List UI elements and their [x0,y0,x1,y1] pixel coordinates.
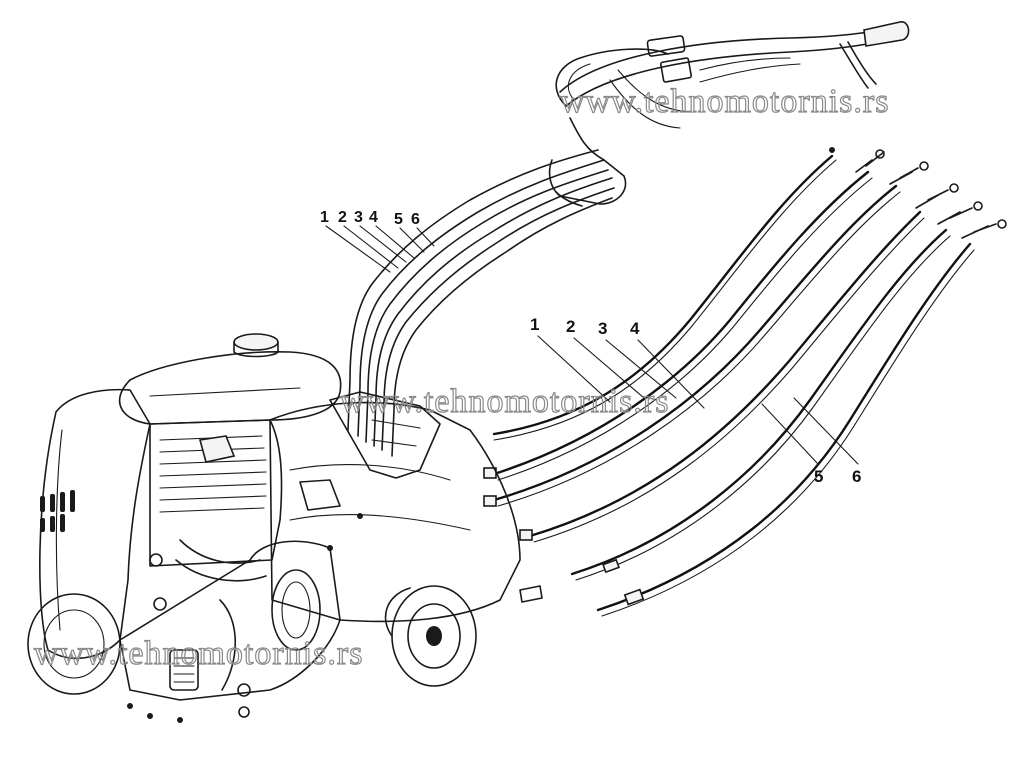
cable-callout-5: 5 [814,467,823,486]
cable-4 [519,183,959,543]
watermarks: www.tehnomotornis.rs www.tehnomotornis.r… [33,82,889,672]
control-cable-bundle [347,149,615,457]
cable-6 [596,219,1007,617]
cable-3 [483,161,929,507]
cable-callout-4: 4 [630,319,640,338]
cable-callout-3: 3 [598,319,607,338]
cable-callout-2: 2 [566,317,575,336]
cable-callout-6: 6 [852,467,861,486]
top-callouts: 1 2 3 4 5 6 [320,209,435,273]
top-callout-4: 4 [369,209,378,226]
cable-callouts: 1 2 3 4 5 6 [530,315,861,486]
watermark-middle: www.tehnomotornis.rs [340,383,669,420]
top-callout-2: 2 [338,209,347,226]
top-callout-6: 6 [411,211,420,228]
cable-2 [483,149,885,481]
top-callout-3: 3 [354,209,363,226]
handlebar-assembly [548,21,910,207]
control-cables-exploded [483,147,1007,617]
cable-1 [492,147,837,441]
cable-callout-1: 1 [530,315,539,334]
top-callout-1: 1 [320,209,329,226]
vent-slots [40,490,75,532]
engine-assembly [27,333,543,723]
watermark-top: www.tehnomotornis.rs [560,83,889,120]
top-callout-5: 5 [394,211,403,228]
watermark-bottom: www.tehnomotornis.rs [34,635,363,672]
cable-5 [570,201,983,581]
